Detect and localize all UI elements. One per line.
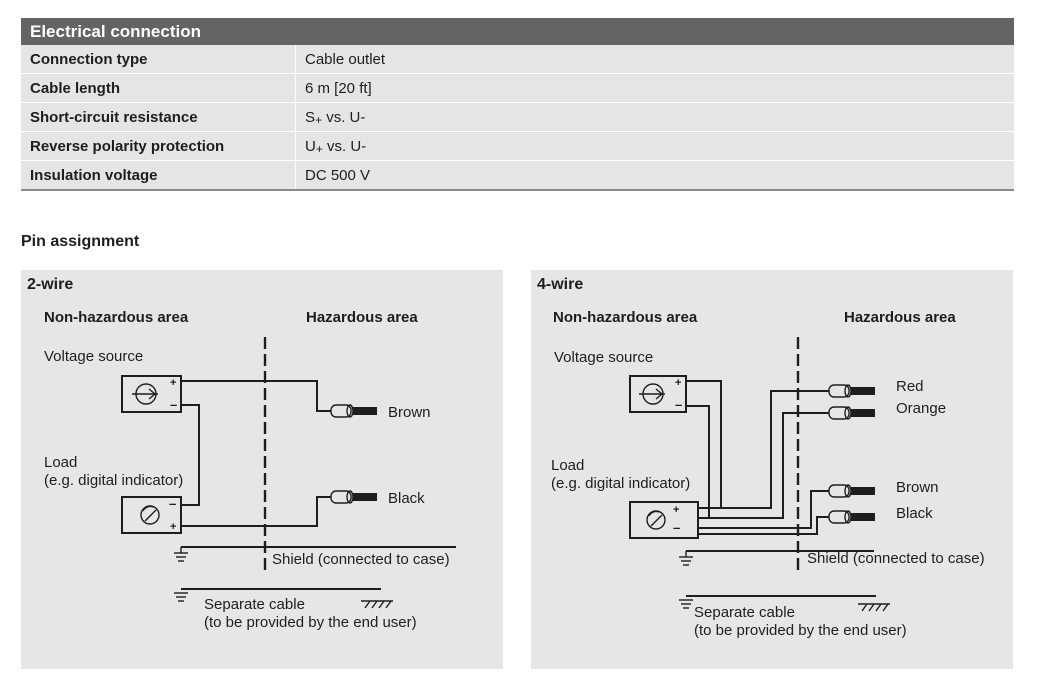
ground-icon (174, 547, 188, 562)
row-label: Insulation voltage (21, 161, 296, 189)
row-value: S+ vs. U- (296, 103, 1014, 131)
svg-text:+: + (170, 521, 176, 533)
svg-text:+: + (675, 377, 681, 389)
non-hazardous-label: Non-hazardous area (44, 309, 189, 326)
wire-label-brown: Brown (896, 479, 939, 496)
svg-text:–: – (673, 520, 680, 535)
row-label: Short-circuit resistance (21, 103, 296, 131)
wire-loop (181, 404, 200, 506)
table-row: Insulation voltage DC 500 V (21, 161, 1014, 191)
wire-label-orange: Orange (896, 400, 947, 417)
cable-wire-end-icon (330, 490, 377, 504)
wire-orange-field (698, 412, 829, 519)
table-row: Reverse polarity protection U+ vs. U- (21, 132, 1014, 161)
cable-wire-end-icon (828, 510, 875, 524)
cable-wire-end-icon (828, 384, 875, 398)
cable-wire-end-icon (330, 404, 377, 418)
diagram-title: 2-wire (27, 276, 74, 293)
separate-cable-sublabel: (to be provided by the end user) (204, 614, 417, 631)
ground-icon (679, 551, 693, 566)
table-header: Electrical connection (21, 18, 1014, 45)
two-wire-schematic: + – – + (121, 337, 456, 609)
load-label: Load (44, 454, 78, 471)
load-sublabel: (e.g. digital indicator) (551, 475, 691, 492)
four-wire-diagram: + – + – (531, 270, 1013, 669)
voltage-source-label: Voltage source (554, 349, 654, 366)
row-value: DC 500 V (305, 167, 371, 184)
voltage-source-label: Voltage source (44, 348, 144, 365)
wire-label-black: Black (388, 490, 425, 507)
wire-black (698, 516, 829, 535)
table-row: Cable length 6 m [20 ft] (21, 74, 1014, 103)
four-wire-schematic: + – + – (629, 337, 890, 612)
ground-icon (174, 592, 188, 602)
cable-wire-end-icon (828, 484, 875, 498)
separate-cable-label: Separate cable (694, 604, 795, 621)
cable-wire-end-icon (828, 406, 875, 420)
separate-cable-label: Separate cable (204, 596, 305, 613)
wire-brown (181, 380, 331, 412)
value-subscript: + (315, 113, 323, 127)
load-label: Load (551, 457, 585, 474)
two-wire-diagram: + – – + (21, 270, 503, 669)
wire-red-field (698, 390, 829, 509)
value-symbol: U (305, 138, 316, 155)
row-value: U+ vs. U- (296, 132, 1014, 160)
section-title: Pin assignment (21, 233, 140, 250)
voltage-source-icon: + – (121, 375, 182, 413)
value-rest: vs. U- (322, 109, 366, 126)
row-label: Cable length (21, 74, 296, 102)
shield-label: Shield (connected to case) (807, 550, 985, 567)
row-value: 6 m [20 ft] (305, 80, 372, 97)
table-row: Connection type Cable outlet (21, 45, 1014, 74)
row-label: Connection type (21, 45, 296, 73)
row-value: Cable outlet (305, 51, 386, 68)
value-symbol: S (305, 109, 316, 126)
gauge-indicator-icon: – + (121, 496, 182, 534)
ground-icon (679, 599, 693, 609)
chassis-ground-icon (361, 600, 393, 609)
table-row: Short-circuit resistance S+ vs. U- (21, 103, 1014, 132)
voltage-source-icon: + – (629, 375, 687, 413)
svg-text:–: – (170, 397, 177, 412)
diagram-title: 4-wire (537, 276, 584, 293)
shield-label: Shield (connected to case) (272, 551, 450, 568)
wire-brown (698, 490, 829, 529)
svg-text:–: – (169, 496, 176, 511)
separate-cable-sublabel: (to be provided by the end user) (694, 622, 907, 639)
svg-text:+: + (170, 377, 176, 389)
hazardous-label: Hazardous area (306, 309, 418, 326)
wire-label-black: Black (896, 505, 933, 522)
wire-label-red: Red (896, 378, 924, 395)
electrical-connection-table: Electrical connection Connection type Ca… (21, 18, 1014, 191)
wire-red (686, 380, 722, 509)
wire-black (181, 496, 331, 527)
chassis-ground-icon (858, 603, 890, 612)
svg-text:–: – (675, 397, 682, 412)
wire-label-brown: Brown (388, 404, 431, 421)
load-sublabel: (e.g. digital indicator) (44, 472, 184, 489)
svg-text:+: + (673, 504, 679, 516)
value-rest: vs. U- (322, 138, 367, 155)
row-label: Reverse polarity protection (21, 132, 296, 160)
hazardous-label: Hazardous area (844, 309, 956, 326)
non-hazardous-label: Non-hazardous area (553, 309, 698, 326)
value-subscript: + (315, 142, 323, 156)
gauge-indicator-icon: + – (629, 501, 699, 539)
